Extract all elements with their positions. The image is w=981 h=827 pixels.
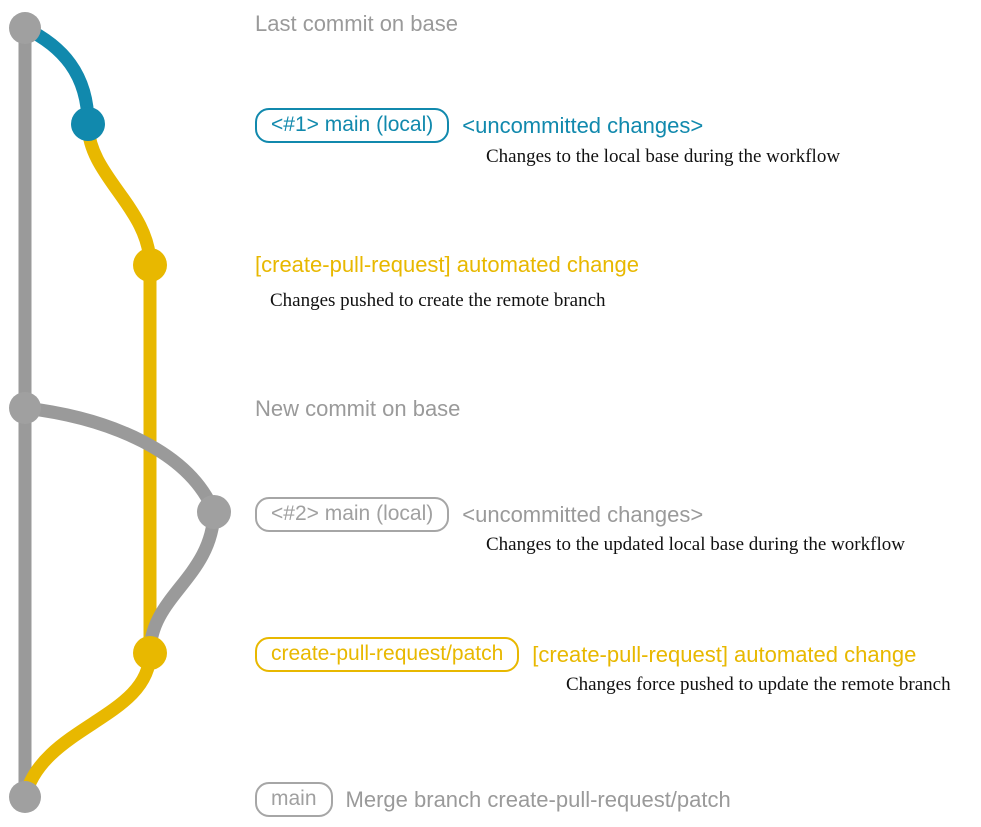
commit-description: Changes pushed to create the remote bran… [270,290,606,311]
node-patch-1[interactable] [133,248,167,282]
commit-row-last-commit-on-base: Last commit on base [255,13,458,35]
edge-base-to-local1 [18,21,95,131]
node-base-new[interactable] [9,392,41,424]
edge-basenew-to-local2 [18,401,221,519]
commit-row-local-main-1: <#1> main (local) <uncommitted changes> [255,108,704,144]
edge-patch2-to-merge [18,646,157,804]
commit-subject: <uncommitted changes> [462,501,704,527]
commit-nodes [9,12,231,813]
ref-badge-main[interactable]: main [255,782,333,818]
edge-local2-to-patch2 [143,505,221,660]
commit-row-automated-change-1: [create-pull-request] automated change [255,254,639,276]
commit-subject: Merge branch create-pull-request/patch [345,786,731,812]
node-patch-2[interactable] [133,636,167,670]
ref-badge-create-pull-request-patch[interactable]: create-pull-request/patch [255,637,520,673]
commit-row-local-main-2: <#2> main (local) <uncommitted changes> [255,497,704,533]
ref-badge-local-main-2[interactable]: <#2> main (local) [255,497,450,533]
commit-subject: <uncommitted changes> [462,112,704,138]
commit-description: Changes force pushed to update the remot… [566,674,951,695]
commit-description: Changes to the local base during the wor… [486,146,841,167]
commit-subject: New commit on base [255,396,461,421]
node-merge[interactable] [9,781,41,813]
ref-badge-local-main-1[interactable]: <#1> main (local) [255,108,450,144]
commit-subject: [create-pull-request] automated change [255,252,640,277]
node-base-top[interactable] [9,12,41,44]
commit-subject: Last commit on base [255,11,458,36]
commit-row-automated-change-2: create-pull-request/patch [create-pull-r… [255,637,917,673]
commit-subject: [create-pull-request] automated change [532,641,917,667]
node-local-2[interactable] [197,495,231,529]
edge-local1-to-patch1 [81,117,157,272]
commit-description: Changes to the updated local base during… [486,534,905,555]
commit-row-merge-commit: main Merge branch create-pull-request/pa… [255,782,731,818]
node-local-1[interactable] [71,107,105,141]
commit-row-new-commit-on-base: New commit on base [255,398,460,420]
